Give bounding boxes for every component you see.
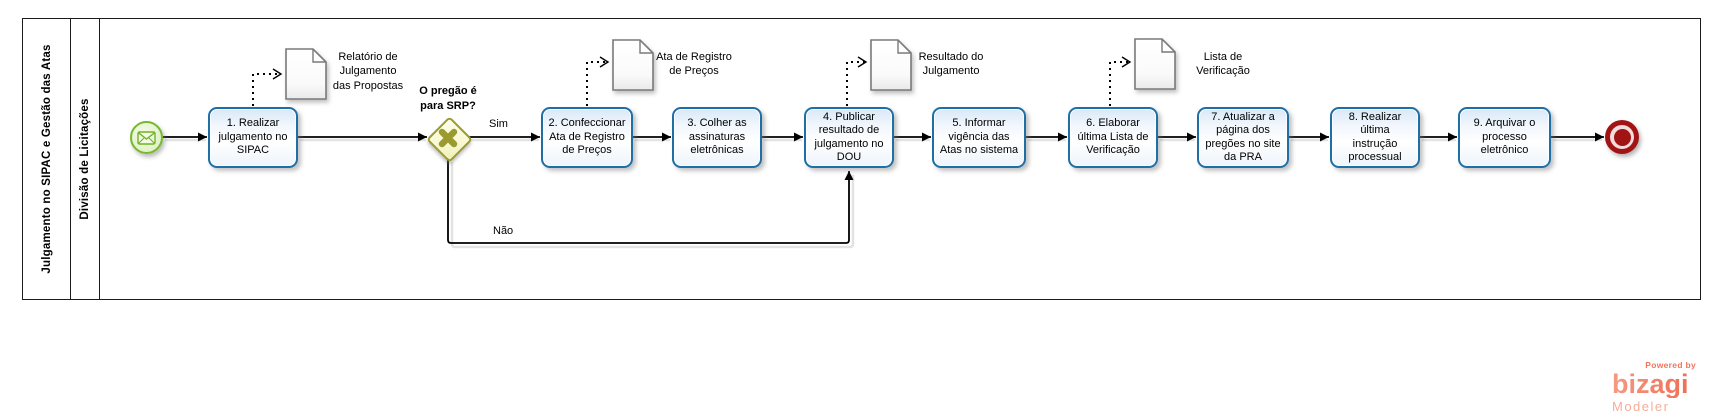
task-4-publicar-resultado-dou[interactable]: 4. Publicar resultado de julgamento no D… — [804, 107, 894, 168]
task-9-arquivar-processo[interactable]: 9. Arquivar o processo eletrônico — [1458, 107, 1551, 168]
lane-label: Divisão de Licitações — [79, 98, 91, 220]
envelope-icon — [137, 130, 156, 145]
task-label: 1. Realizar julgamento no SIPAC — [218, 117, 288, 157]
document-relatorio-julgamento[interactable] — [285, 48, 327, 100]
task-label: 5. Informar vigência das Atas no sistema — [939, 117, 1019, 157]
task-label: 7. Atualizar a página dos pregões no sit… — [1205, 110, 1281, 163]
document-icon — [612, 39, 654, 91]
modeler-text: Modeler — [1612, 398, 1670, 414]
association-task2-doc2 — [586, 56, 610, 106]
connector-shadows — [165, 138, 1602, 249]
pool-label: Julgamento no SIPAC e Gestão das Atas — [40, 44, 53, 274]
pool-julgamento: Julgamento no SIPAC e Gestão das Atas Di… — [22, 18, 1701, 300]
task-label: 9. Arquivar o processo eletrônico — [1473, 117, 1536, 157]
pool-header[interactable]: Julgamento no SIPAC e Gestão das Atas — [23, 19, 71, 299]
document-icon — [870, 39, 912, 91]
document-label: Lista de Verificação — [1196, 51, 1250, 78]
gateway-x-icon — [438, 128, 458, 148]
document-ata-registro[interactable] — [612, 39, 654, 91]
task-label: 4. Publicar resultado de julgamento no D… — [814, 110, 884, 163]
document-resultado-julgamento[interactable] — [870, 39, 912, 91]
task-label: 3. Colher as assinaturas eletrônicas — [687, 117, 747, 157]
end-event[interactable] — [1605, 120, 1639, 154]
association-task4-doc3 — [846, 56, 868, 106]
task-5-informar-vigencia[interactable]: 5. Informar vigência das Atas no sistema — [932, 107, 1026, 168]
document-lista-verificacao[interactable] — [1134, 38, 1176, 90]
task-label: 6. Elaborar última Lista de Verificação — [1077, 117, 1149, 157]
powered-by-text: Powered by — [1645, 360, 1696, 370]
document-label: Relatório de Julgamento das Propostas — [332, 51, 404, 92]
association-task6-doc4 — [1109, 56, 1132, 106]
gateway-question-label: O pregão é para SRP? — [419, 85, 477, 112]
end-event-ring — [1610, 125, 1634, 149]
task-label: 8. Realizar última instrução processual — [1348, 110, 1402, 163]
task-2-confeccionar-ata[interactable]: 2. Confeccionar Ata de Registro de Preço… — [541, 107, 633, 168]
document-label: Ata de Registro de Preços — [656, 51, 732, 78]
bizagi-branding[interactable]: Powered by bizagi Modeler — [1612, 361, 1696, 413]
document-icon — [1134, 38, 1176, 90]
task-label: 2. Confeccionar Ata de Registro de Preço… — [548, 117, 626, 157]
task-8-ultima-instrucao[interactable]: 8. Realizar última instrução processual — [1330, 107, 1420, 168]
task-1-realizar-julgamento-sipac[interactable]: 1. Realizar julgamento no SIPAC — [208, 107, 298, 168]
lane-header[interactable]: Divisão de Licitações — [71, 19, 100, 299]
branch-label-nao: Não — [493, 225, 514, 237]
bizagi-logo: bizagi — [1612, 370, 1696, 398]
task-7-atualizar-pagina-pra[interactable]: 7. Atualizar a página dos pregões no sit… — [1197, 107, 1289, 168]
end-event-core — [1613, 128, 1631, 146]
flow-gateway-nao-to-task4 — [447, 158, 854, 244]
document-label: Resultado do Julgamento — [918, 51, 984, 78]
start-event-message[interactable] — [130, 121, 163, 154]
association-task1-doc1 — [252, 68, 283, 106]
document-icon — [285, 48, 327, 100]
task-6-elaborar-lista-verificacao[interactable]: 6. Elaborar última Lista de Verificação — [1068, 107, 1158, 168]
branch-label-sim: Sim — [489, 118, 508, 130]
task-3-colher-assinaturas[interactable]: 3. Colher as assinaturas eletrônicas — [672, 107, 762, 168]
